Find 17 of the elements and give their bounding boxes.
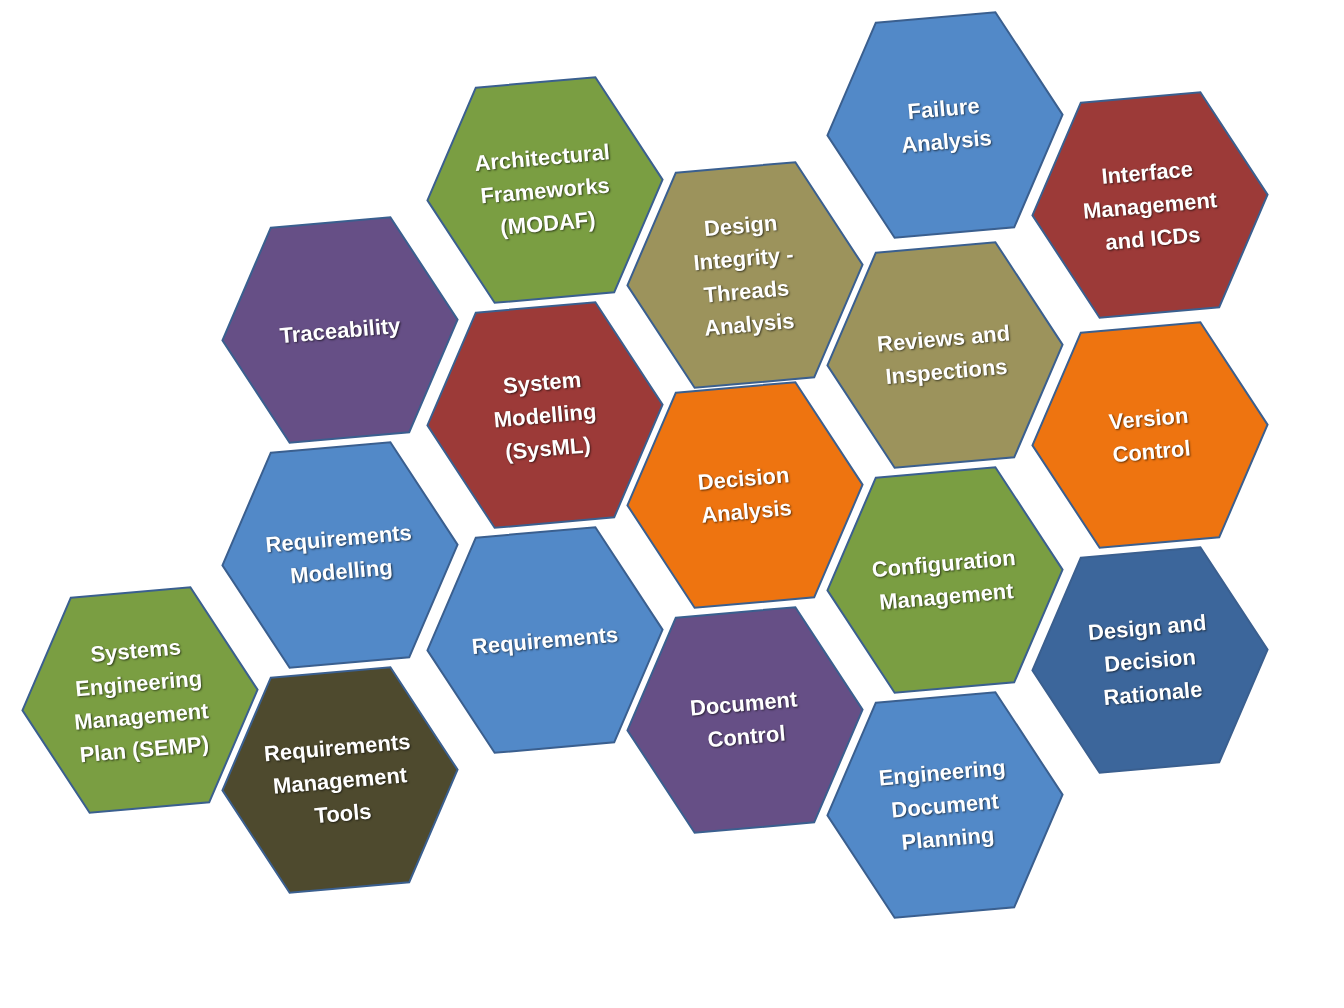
tile-label: Requirements Modelling (263, 518, 414, 591)
tile-label: Engineering Document Planning (876, 753, 1008, 857)
tile-label: Requirements Management Tools (261, 727, 413, 830)
tile-label: Failure Analysis (899, 91, 994, 160)
tile-label: Systems Engineering Management Plan (SEMP) (72, 633, 211, 770)
tile-label: Architectural Frameworks (MODAF) (472, 137, 612, 242)
tile-label: Version Control (1106, 401, 1193, 470)
tile-label: Traceability (278, 311, 402, 350)
tile-label: Design and Decision Rationale (1085, 608, 1209, 712)
tile-label: Decision Analysis (695, 461, 794, 530)
tile-label: Design Integrity - Threads Analysis (691, 209, 797, 343)
tile-label: System Modelling (SysML) (491, 365, 599, 467)
tile-label: Document Control (687, 685, 800, 755)
tile-label: Reviews and Inspections (875, 319, 1013, 392)
tile-label: Requirements (470, 620, 620, 661)
tile-label: Configuration Management (869, 543, 1018, 617)
tile-label: Interface Management and ICDs (1080, 154, 1220, 257)
